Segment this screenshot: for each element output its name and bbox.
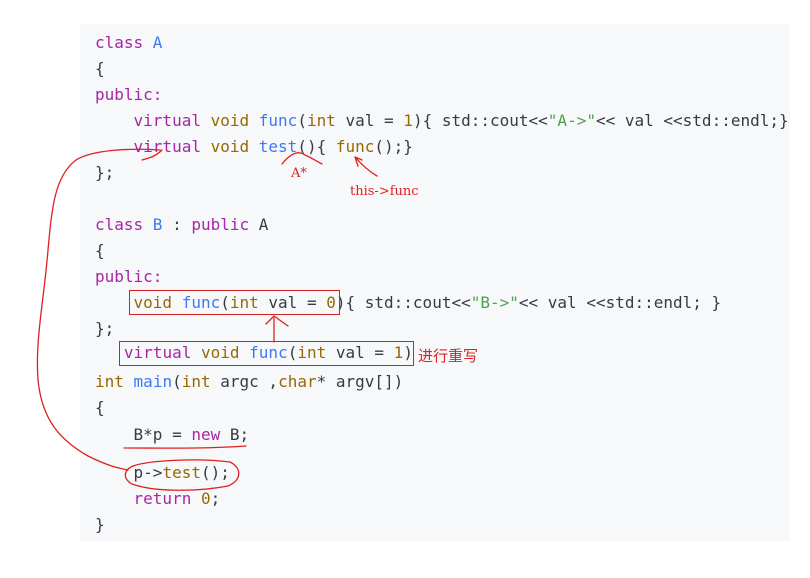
code-line: virtual void func(int val = 1){ std::cou… <box>133 111 789 130</box>
code-line: void func(int val = 0){ std::cout<<"B->"… <box>133 293 722 312</box>
code-line: return 0; <box>133 489 221 508</box>
a-pointer-annotation: A* <box>291 166 307 181</box>
code-line: virtual void test(){ func();} <box>133 137 413 156</box>
code-line: int main(int argc ,char* argv[]) <box>95 372 404 391</box>
code-line: B*p = new B; <box>95 425 250 444</box>
b-func-highlight-box <box>129 290 340 315</box>
code-line: }; <box>95 319 115 338</box>
override-highlight-box <box>119 341 414 366</box>
code-line: { <box>95 398 105 417</box>
code-line: class A <box>95 33 163 52</box>
code-line: p->test(); <box>95 463 230 482</box>
code-block: class A { public: virtual void func(int … <box>80 24 790 541</box>
code-line: } <box>95 515 105 534</box>
code-line: public: <box>95 267 163 286</box>
this-func-annotation: this->func <box>350 184 419 199</box>
code-line: public: <box>95 85 163 104</box>
code-line: }; <box>95 163 115 182</box>
override-annotation: 进行重写 <box>418 347 479 365</box>
code-line: { <box>95 59 105 78</box>
code-line: class B : public A <box>95 215 269 234</box>
code-line: { <box>95 241 105 260</box>
